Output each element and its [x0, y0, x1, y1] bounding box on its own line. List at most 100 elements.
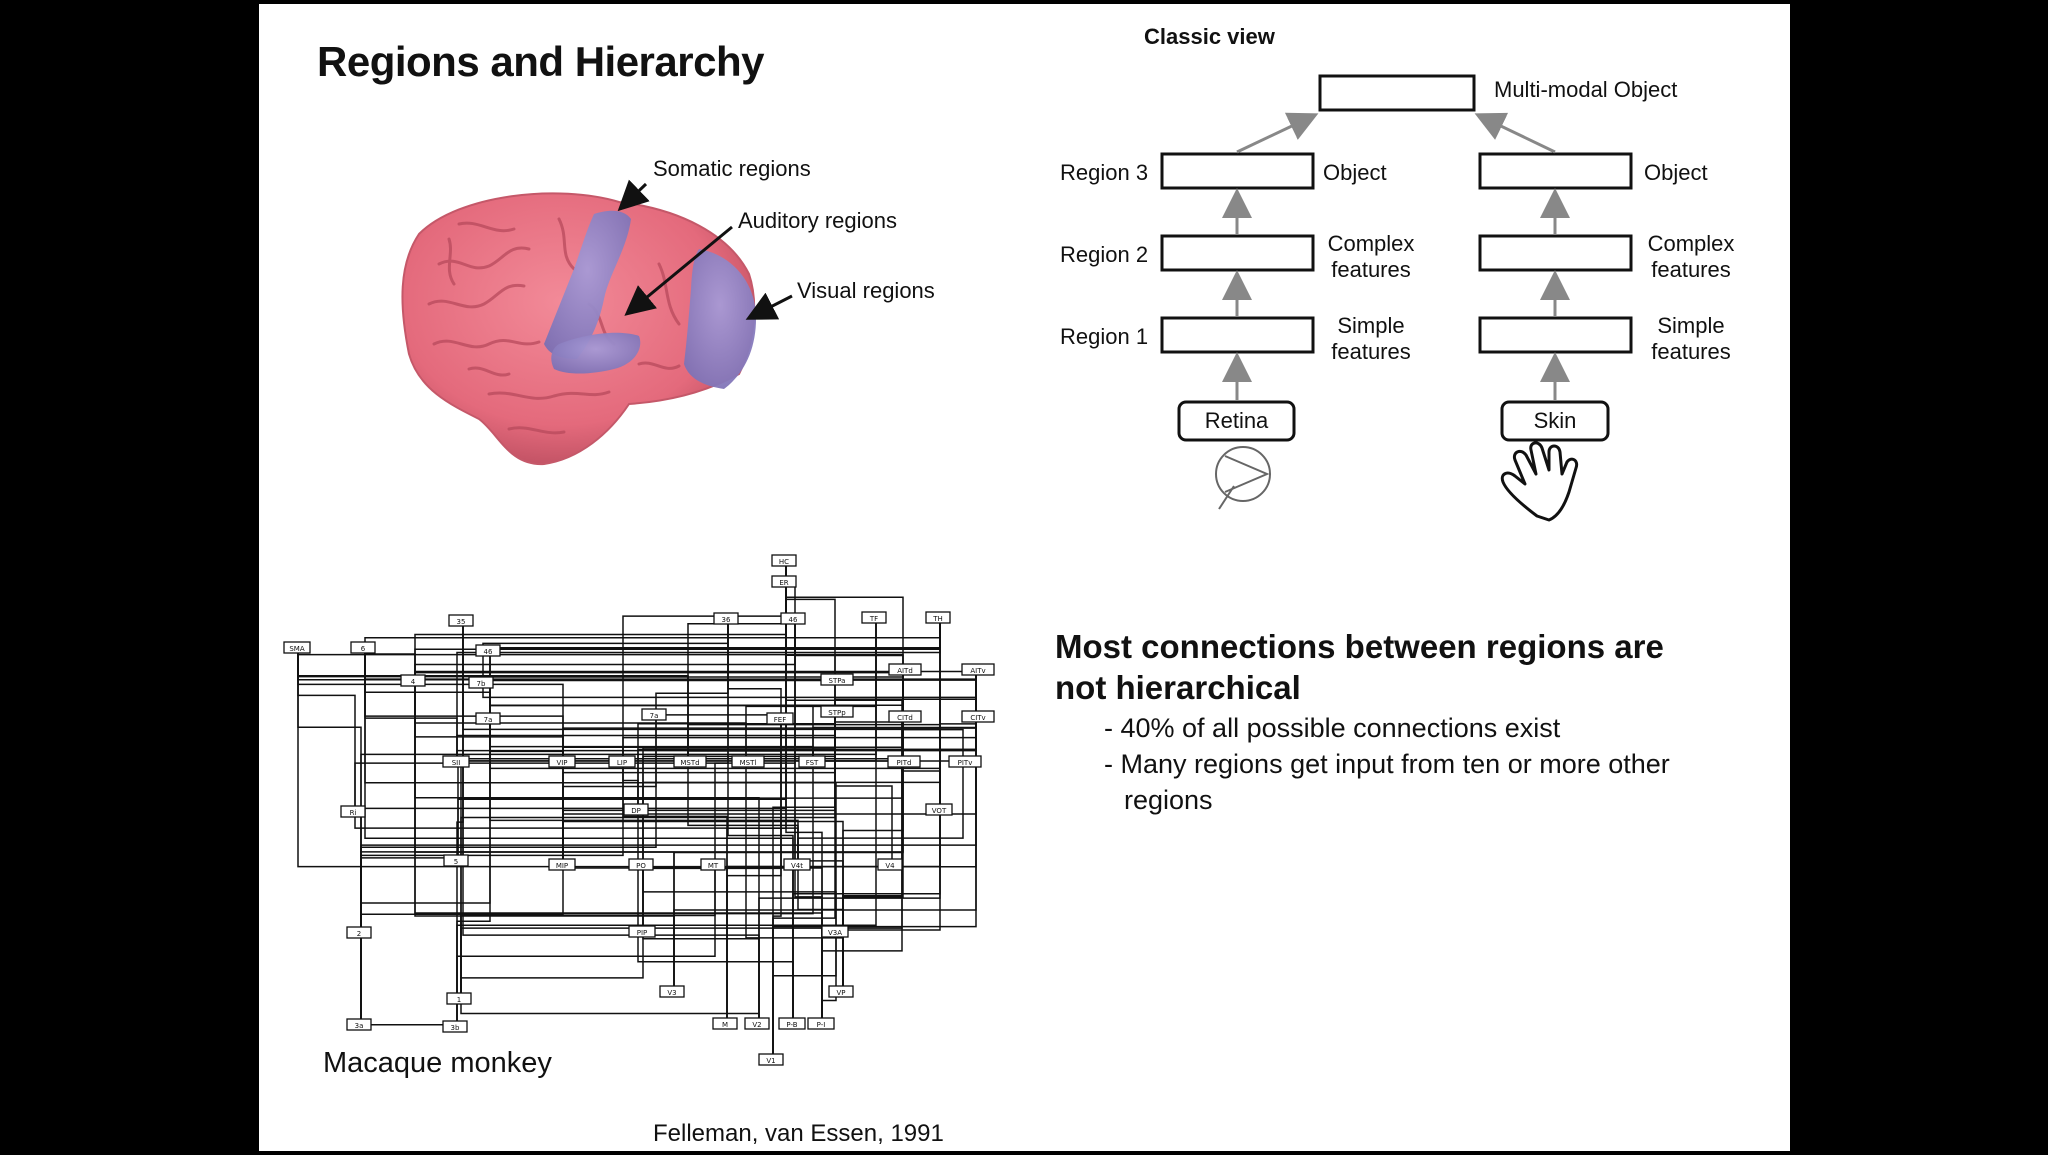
connection-line: [364, 647, 977, 716]
connection-line: [842, 761, 903, 991]
visual-regions-label: Visual regions: [797, 278, 935, 303]
area-node-label: VOT: [932, 807, 947, 815]
area-node-label: CITd: [897, 714, 913, 722]
bullet-item: - Many regions get input from ten or mor…: [1104, 749, 1670, 815]
somatic-regions-label: Somatic regions: [653, 156, 811, 181]
area-node-box: [548, 755, 576, 768]
area-node-label: 2: [357, 930, 361, 938]
area-node-label: FST: [806, 759, 819, 767]
area-node: P-B: [778, 1017, 806, 1030]
connection-line: [785, 560, 796, 618]
area-node: VIP: [548, 755, 576, 768]
left-complex-label: Complex features: [1327, 231, 1415, 282]
area-node-label: AITv: [970, 667, 985, 675]
left-simple-box: [1160, 316, 1315, 354]
area-node-label: 7a: [650, 712, 659, 720]
area-node: VOT: [925, 803, 953, 816]
area-node-box: [283, 641, 311, 654]
right-simple-box: [1478, 316, 1633, 354]
connection-line: [354, 811, 799, 864]
area-node-box: [744, 1017, 770, 1030]
area-node-label: MSTd: [680, 759, 699, 767]
area-node-box: [443, 854, 469, 867]
area-node: V1: [758, 1053, 784, 1066]
area-node: 36: [713, 612, 739, 625]
area-node-box: [475, 712, 501, 725]
area-node-label: VP: [836, 989, 845, 997]
area-node: M: [712, 1017, 738, 1030]
area-node-label: HC: [779, 558, 789, 566]
area-node-label: 36: [722, 616, 731, 624]
area-node-label: SMA: [289, 645, 304, 653]
area-node: PITv: [948, 755, 982, 768]
area-node: TF: [861, 611, 887, 624]
connection-line: [939, 669, 977, 809]
skin-label: Skin: [1533, 408, 1577, 433]
connection-line: [489, 718, 799, 864]
area-node: 1: [446, 992, 472, 1005]
connection-line: [460, 864, 716, 998]
retina-box: [1177, 400, 1296, 442]
area-node-box: [448, 614, 474, 627]
area-node: FST: [798, 755, 826, 768]
area-node-box: [628, 858, 654, 871]
area-node-label: V2: [752, 1021, 761, 1029]
area-node-label: MT: [708, 862, 719, 870]
area-node-box: [346, 926, 372, 939]
area-node: 6: [350, 641, 376, 654]
area-node-label: 46: [484, 648, 493, 656]
left-simple-label: Simple features: [1331, 313, 1411, 364]
area-node-label: MSTl: [740, 759, 757, 767]
connection-line: [726, 617, 941, 1023]
connection-line: [637, 679, 836, 809]
visual-pointer: [745, 292, 793, 320]
region-2-label: Region 2: [1060, 242, 1149, 267]
area-node-label: LIP: [617, 759, 627, 767]
multimodal-object-label: Multi-modal Object: [1494, 77, 1678, 102]
area-node-label: DP: [631, 807, 641, 815]
area-node-label: CITv: [970, 714, 985, 722]
connection-line: [456, 617, 941, 761]
area-node-box: [821, 925, 849, 938]
area-node: ER: [771, 575, 797, 588]
area-node-label: TF: [869, 615, 878, 623]
area-node-label: SII: [452, 759, 461, 767]
connection-line: [794, 618, 904, 669]
area-node-box: [961, 710, 995, 723]
area-node: V4: [877, 858, 903, 871]
area-node-label: STPa: [829, 677, 846, 685]
area-node-box: [771, 575, 797, 588]
connection-line: [297, 647, 356, 811]
area-node: 3b: [442, 1020, 468, 1033]
area-node-box: [766, 712, 794, 725]
area-node-label: STPp: [828, 709, 846, 717]
area-node-label: 3b: [451, 1024, 460, 1032]
area-node: STPp: [820, 705, 854, 718]
multimodal-box: [1318, 74, 1476, 112]
slide-title: Regions and Hierarchy: [317, 38, 764, 85]
area-node-label: 7b: [477, 680, 486, 688]
right-complex-box: [1478, 234, 1633, 272]
area-node-box: [798, 755, 826, 768]
area-node-box: [925, 611, 951, 624]
area-node-box: [731, 755, 765, 768]
area-node-label: 46: [789, 616, 798, 624]
connection-line: [297, 647, 904, 669]
eye-icon: [1215, 446, 1271, 510]
area-node: 35: [448, 614, 474, 627]
area-node: AITv: [961, 663, 995, 676]
area-node-box: [888, 663, 922, 676]
connection-line: [456, 620, 464, 1026]
area-node-label: V4t: [791, 862, 803, 870]
auditory-regions-label: Auditory regions: [738, 208, 897, 233]
area-node-box: [468, 676, 494, 689]
connection-line: [727, 618, 782, 718]
area-node-box: [778, 1017, 806, 1030]
area-node-label: M: [722, 1021, 728, 1029]
area-node: SII: [442, 755, 470, 768]
area-node-box: [628, 925, 656, 938]
connection-line: [772, 931, 837, 1059]
hierarchy-arrows: [1222, 112, 1570, 400]
area-node: 7a: [475, 712, 501, 725]
